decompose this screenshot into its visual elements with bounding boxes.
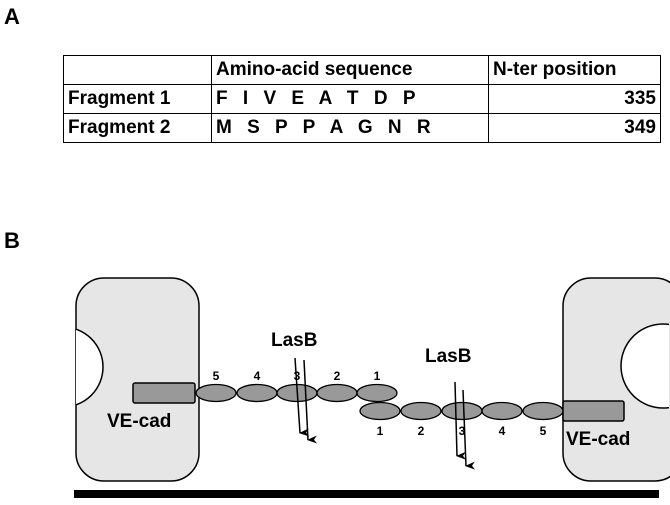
top-domain-number: 4: [254, 369, 261, 383]
fragment-position: 349: [488, 113, 661, 143]
bottom-domain-3: [441, 401, 483, 421]
fragment-position: 335: [488, 84, 661, 114]
top-domain-chain: [195, 383, 398, 403]
left-vecad-block: [132, 382, 196, 404]
bottom-domain-number: 4: [499, 424, 506, 438]
panel-label-b: B: [4, 228, 20, 253]
left-nucleus: [76, 326, 104, 408]
vecad-label-right: VE-cad: [566, 429, 630, 450]
sequence-table: Amino-acid sequence N-ter position Fragm…: [63, 55, 661, 143]
top-domain-4: [236, 383, 278, 403]
header-cell-blank: [63, 55, 212, 85]
bottom-domain-1: [359, 401, 401, 421]
bottom-domain-2: [400, 401, 442, 421]
right-vecad-block: [562, 400, 625, 422]
bottom-domain-number: 3: [459, 424, 466, 438]
bottom-domain-chain: [359, 401, 564, 421]
table-header-row: Amino-acid sequence N-ter position: [63, 55, 661, 85]
bottom-domain-5: [522, 401, 564, 421]
cleavage-arrows-left: [294, 357, 318, 444]
top-domain-number: 2: [334, 369, 341, 383]
top-domain-5: [195, 383, 237, 403]
vecad-label-left: VE-cad: [107, 411, 171, 432]
right-nucleus: [620, 323, 669, 409]
cleavage-arrows-right: [454, 381, 476, 470]
fragment-sequence: M S P P A G N R: [211, 113, 489, 143]
down-arrow-icon: [462, 389, 476, 470]
down-arrow-icon: [294, 357, 310, 437]
top-domain-1: [356, 383, 398, 403]
fragment-name: Fragment 1: [63, 84, 212, 114]
right-cell: [562, 277, 670, 482]
bottom-domain-number: 1: [377, 424, 384, 438]
down-arrow-icon: [454, 381, 467, 460]
bottom-domain-4: [481, 401, 523, 421]
fragment-sequence: F I V E A T D P: [211, 84, 489, 114]
top-domain-number: 1: [374, 369, 381, 383]
top-domain-2: [316, 383, 358, 403]
lasb-label-right: LasB: [425, 346, 471, 367]
lasb-label-left: LasB: [271, 330, 317, 351]
fragment-name: Fragment 2: [63, 113, 212, 143]
bottom-domain-number: 5: [540, 424, 547, 438]
down-arrow-icon: [303, 359, 318, 444]
header-cell-sequence: Amino-acid sequence: [211, 55, 489, 85]
left-cell: [75, 277, 200, 482]
panel-label-a: A: [4, 4, 20, 29]
substrate-bar: [74, 490, 659, 498]
top-domain-number: 5: [213, 369, 220, 383]
table-row: Fragment 2 M S P P A G N R 349: [63, 113, 661, 143]
table-row: Fragment 1 F I V E A T D P 335: [63, 84, 661, 114]
bottom-domain-number: 2: [418, 424, 425, 438]
top-domain-number: 3: [294, 369, 301, 383]
